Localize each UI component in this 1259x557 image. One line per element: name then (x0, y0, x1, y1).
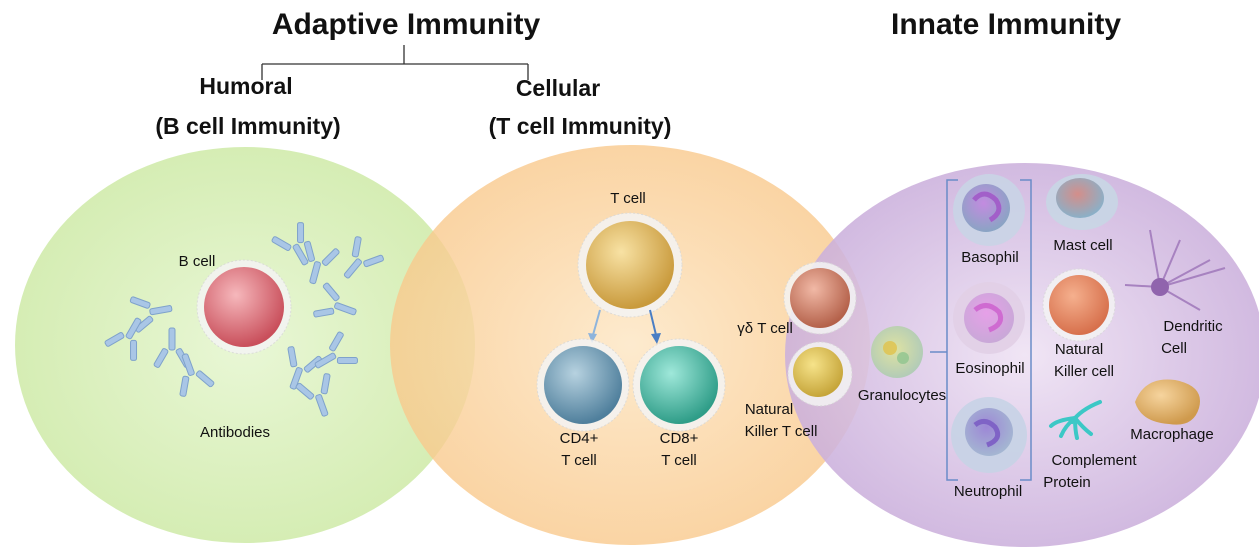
eosinophil-label: Eosinophil (955, 360, 1024, 377)
cellular-region (390, 145, 870, 545)
natural-killer-cell (1042, 268, 1116, 342)
cd4-label-line1: CD4+ (560, 430, 599, 447)
nkt-label-line2: Killer T cell (745, 423, 818, 440)
cd4-t-cell (536, 338, 630, 432)
dendritic-label-line1: Dendritic (1163, 318, 1223, 335)
antibodies-label: Antibodies (200, 424, 270, 441)
differentiation-arrows (588, 309, 661, 344)
cellular-heading: Cellular (516, 75, 600, 101)
antibodies (104, 222, 384, 417)
dendritic-cell (1124, 229, 1226, 311)
b-cell (196, 259, 292, 355)
gamma-delta-t-cell-label: γδ T cell (737, 320, 793, 337)
t-cell-label: T cell (610, 190, 646, 207)
nkt-label-line1: Natural (745, 401, 793, 418)
nk-label-line2: Killer cell (1054, 363, 1114, 380)
mast-cell-label: Mast cell (1053, 237, 1112, 254)
macrophage (1135, 379, 1200, 425)
adaptive-immunity-heading: Adaptive Immunity (272, 8, 541, 41)
granulocytes (871, 326, 923, 378)
b-cell-label: B cell (179, 253, 216, 270)
humoral-subheading: (B cell Immunity) (155, 113, 340, 139)
granulocytes-label: Granulocytes (858, 387, 946, 404)
gamma-delta-t-cell (783, 261, 857, 335)
basophil-label: Basophil (961, 249, 1019, 266)
neutrophil (951, 397, 1027, 473)
cd8-label-line2: T cell (661, 452, 697, 469)
complement-protein (1049, 400, 1102, 440)
cd8-label-line1: CD8+ (660, 430, 699, 447)
nk-label-line1: Natural (1055, 341, 1103, 358)
basophil (953, 174, 1025, 246)
cd8-t-cell (632, 338, 726, 432)
humoral-heading: Humoral (199, 73, 292, 99)
mast-cell (1046, 174, 1118, 230)
eosinophil (953, 282, 1025, 354)
neutrophil-label: Neutrophil (954, 483, 1022, 500)
natural-killer-t-cell (787, 341, 853, 407)
innate-region (785, 163, 1259, 547)
t-cell (577, 212, 683, 318)
complement-label-line2: Protein (1043, 474, 1091, 491)
adaptive-branch-connector (261, 45, 529, 80)
complement-label-line1: Complement (1051, 452, 1137, 469)
cellular-subheading: (T cell Immunity) (489, 113, 672, 139)
innate-immunity-heading: Innate Immunity (891, 8, 1121, 41)
granulocyte-bracket (930, 179, 1032, 481)
cd4-label-line2: T cell (561, 452, 597, 469)
macrophage-label: Macrophage (1130, 426, 1213, 443)
dendritic-label-line2: Cell (1161, 340, 1187, 357)
